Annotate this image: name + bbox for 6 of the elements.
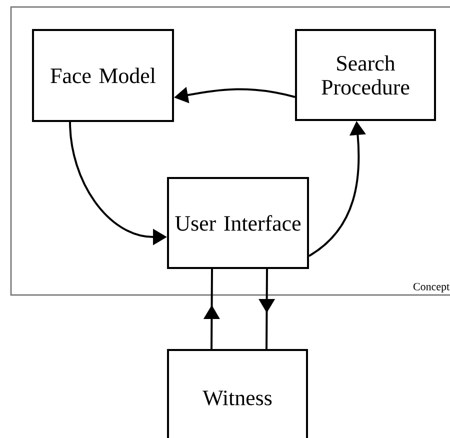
process-box: Witness xyxy=(167,349,308,438)
frame xyxy=(10,6,450,296)
frame-label: Concept xyxy=(414,282,450,293)
process-box: Face Model xyxy=(32,29,174,122)
process-box: Search Procedure xyxy=(295,29,436,121)
process-box: User Interface xyxy=(167,177,309,269)
